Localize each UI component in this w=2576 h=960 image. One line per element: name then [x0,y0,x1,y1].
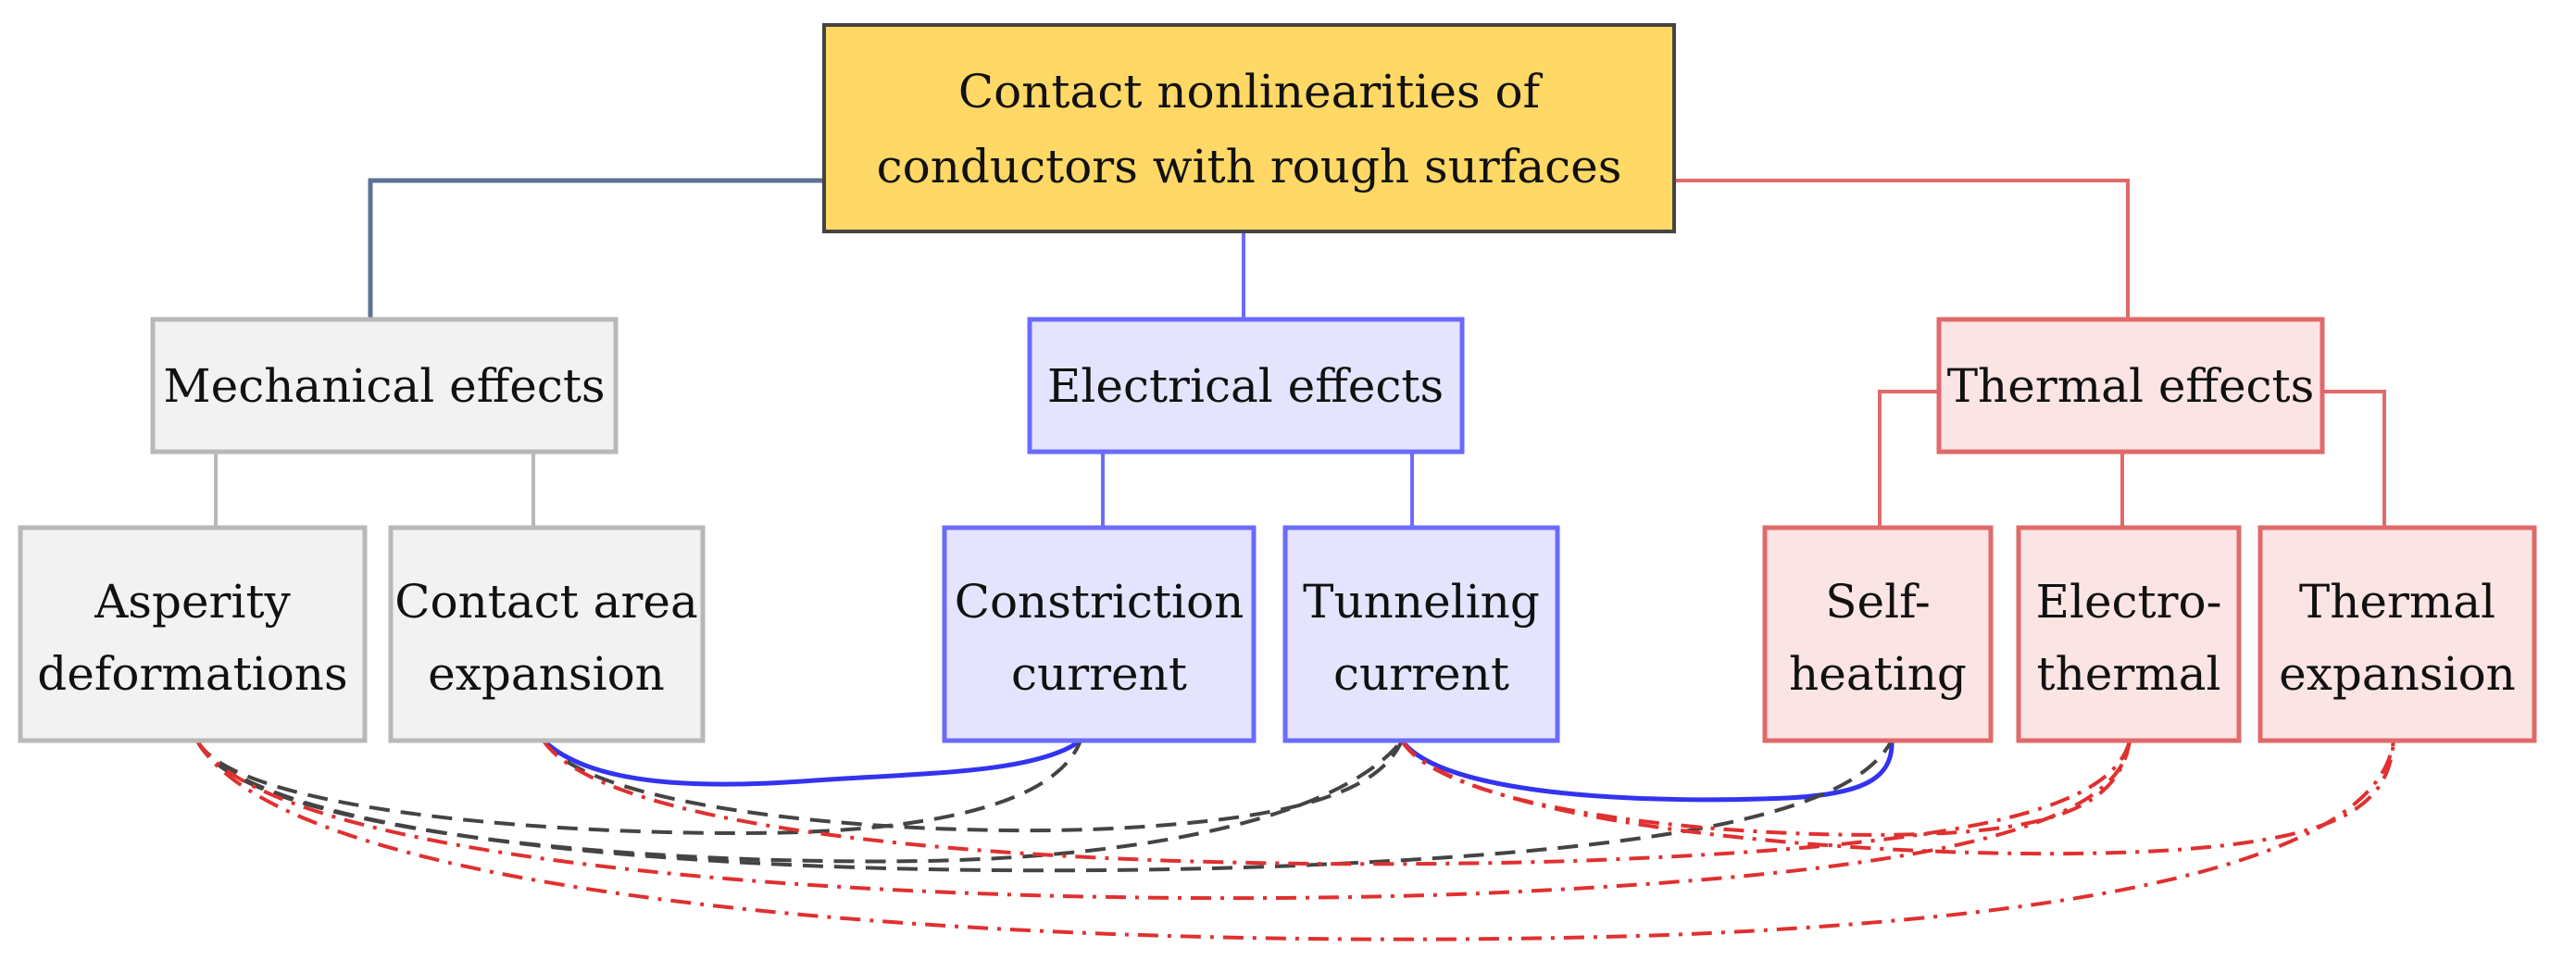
electro-thermal-box [2016,525,2242,743]
tunneling-current-node: Tunneling current [1282,525,1560,743]
coupling-tunneling-thermal-expansion-dashdot [1400,739,2395,856]
electro-thermal-line1: Electro- [2035,575,2221,629]
self-heating-line2: heating [1789,647,1967,701]
connector-root-mechanical [368,178,824,319]
coupling-asperity-electro-thermal-dashdot [195,739,2132,901]
constriction-current-node: Constriction current [942,525,1257,743]
asperity-deformations-box [18,525,368,743]
constriction-current-line1: Constriction [955,575,1244,629]
coupling-asperity-tunneling-dashed [195,739,1404,864]
tunneling-current-line2: current [1333,647,1509,701]
root-label-line1: Contact nonlinearities of [958,65,1544,118]
contact-area-expansion-box [388,525,706,743]
thermal-expansion-line2: expansion [2279,647,2516,701]
contact-area-expansion-line2: expansion [428,647,665,701]
asperity-deformations-line2: deformations [37,647,347,701]
mechanical-effects-label: Mechanical effects [163,359,605,413]
electrical-effects-box [1027,317,1465,455]
coupling-contact-area-electro-thermal-dashdot [542,739,2132,866]
tunneling-current-line1: Tunneling [1303,575,1540,629]
thermal-expansion-box [2257,525,2537,743]
constriction-current-box [942,525,1257,743]
electro-thermal-line2: thermal [2037,647,2221,701]
asperity-deformations-node: Asperity deformations [18,525,368,743]
contact-area-expansion-line1: Contact area [394,575,698,629]
thermal-effects-box [1936,317,2325,455]
thermal-effects-node: Thermal effects [1936,317,2325,455]
root-node: Contact nonlinearities of conductors wit… [822,23,1676,233]
tunneling-current-box [1282,525,1560,743]
mechanical-effects-node: Mechanical effects [150,317,619,455]
electrical-effects-node: Electrical effects [1027,317,1465,455]
self-heating-line1: Self- [1825,575,1930,629]
mechanical-effects-box [150,317,619,455]
thermal-expansion-node: Thermal expansion [2257,525,2537,743]
coupling-asperity-constriction-dashed [195,740,1082,836]
connector-thermal-thermal-expansion [2322,390,2386,528]
thermal-expansion-line1: Thermal [2299,575,2495,629]
coupling-contact-area-constriction-solid [542,738,1082,787]
root-box [822,23,1676,233]
coupling-asperity-thermal-expansion-dashdot [195,740,2395,941]
electro-thermal-node: Electro- thermal [2016,525,2242,743]
electrical-effects-label: Electrical effects [1047,359,1444,413]
asperity-deformations-line1: Asperity [94,575,291,629]
thermal-effects-label: Thermal effects [1947,359,2315,413]
connector-thermal-self-heating [1878,390,1939,528]
root-label-line2: conductors with rough surfaces [877,140,1622,193]
connector-root-thermal [1674,179,2130,319]
self-heating-node: Self- heating [1762,525,1994,743]
coupling-asperity-self-heating-dashed [195,740,1894,873]
self-heating-box [1762,525,1994,743]
contact-area-expansion-node: Contact area expansion [388,525,706,743]
coupling-tunneling-self-heating-solid [1399,739,1894,803]
coupling-contact-area-tunneling-dashed [542,739,1404,833]
constriction-current-line2: current [1011,647,1187,701]
